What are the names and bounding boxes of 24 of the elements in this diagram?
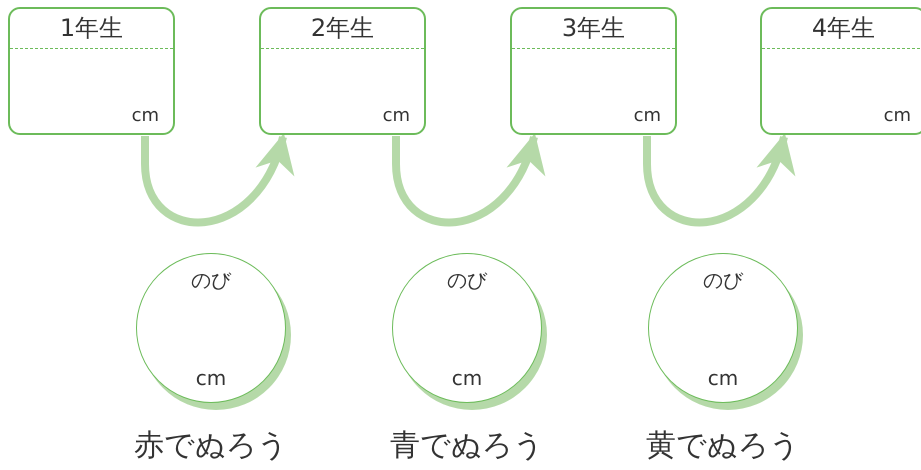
instruction-text: 赤でぬろう: [133, 429, 289, 463]
unit-label: cm: [884, 105, 911, 127]
curved-arrow: [141, 133, 292, 226]
curved-arrow: [392, 133, 542, 226]
instruction-text: 黄でぬろう: [645, 429, 801, 463]
label: のび: [702, 268, 744, 292]
label: のび: [446, 268, 488, 292]
unit-label: cm: [132, 105, 159, 127]
answer-box: [510, 7, 677, 135]
instruction-text: 青でぬろう: [389, 429, 545, 463]
grade-label: 3年生: [560, 13, 626, 43]
answer-box: [8, 7, 175, 135]
unit-label: cm: [706, 366, 740, 390]
unit-label: cm: [450, 366, 484, 390]
unit-label: cm: [382, 105, 410, 127]
curved-arrow: [643, 133, 792, 226]
grade-label: 2年生: [310, 13, 376, 43]
grade-label: 1年生: [58, 13, 124, 43]
answer-box: [760, 7, 921, 135]
answer-box: [259, 7, 426, 135]
grade-label: 4年生: [810, 13, 876, 43]
unit-label: cm: [634, 105, 661, 127]
label: のび: [190, 268, 232, 292]
unit-label: cm: [194, 366, 228, 390]
